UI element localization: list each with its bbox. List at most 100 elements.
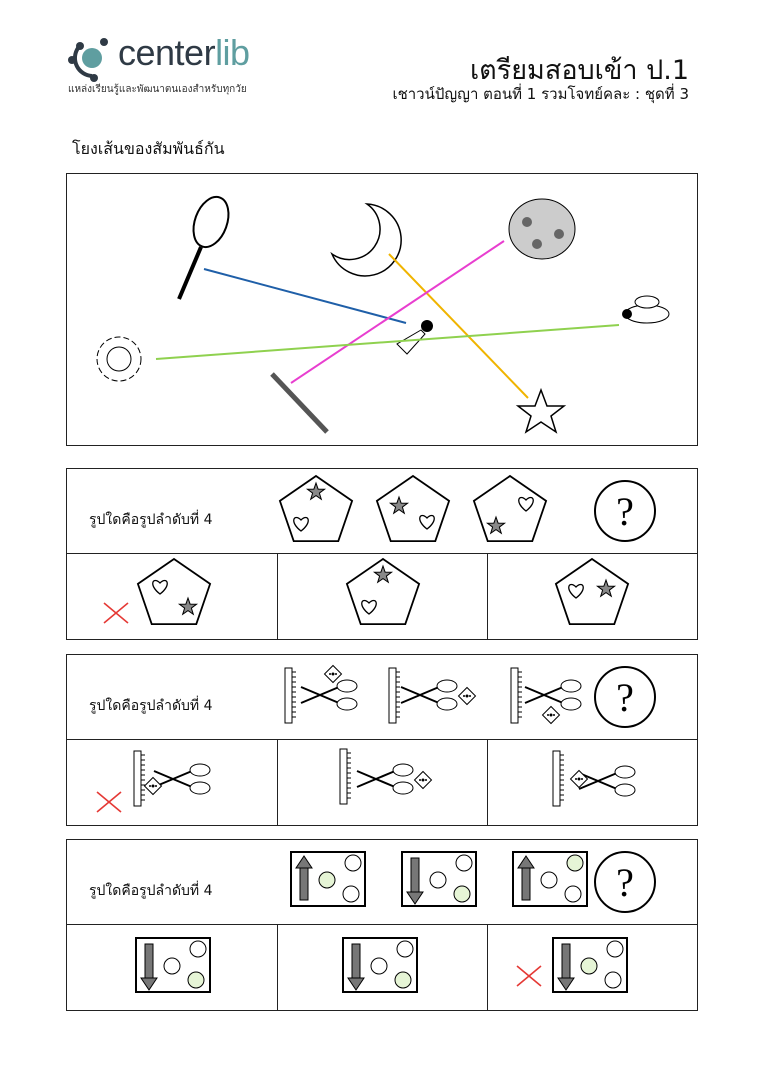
dice-icon xyxy=(541,705,561,725)
heart-icon xyxy=(518,496,534,512)
pentagon-figure xyxy=(472,474,548,542)
card-figure xyxy=(290,851,366,907)
ruler-icon xyxy=(388,667,400,724)
volley-ball-icon xyxy=(342,885,360,903)
ruler-icon xyxy=(510,667,522,724)
match-line-racket-shuttlecock xyxy=(203,268,407,324)
arrow-down-icon xyxy=(406,857,424,905)
racket-icon xyxy=(177,195,230,300)
arrow-down-icon xyxy=(347,943,365,991)
card-figure xyxy=(552,937,628,993)
ruler-icon xyxy=(133,750,145,807)
pentagon-figure xyxy=(345,557,421,625)
answer-option-1[interactable] xyxy=(67,924,278,1010)
dice-icon xyxy=(457,686,477,706)
soccer-ball-icon xyxy=(606,940,624,958)
answer-option-1[interactable] xyxy=(67,553,278,639)
answer-option-3[interactable] xyxy=(487,924,697,1010)
star-icon xyxy=(388,495,410,515)
scissors-icon xyxy=(356,763,414,795)
palette-icon xyxy=(508,198,576,260)
scissors-icon xyxy=(153,763,211,795)
svg-text:?: ? xyxy=(616,489,634,534)
star-icon xyxy=(372,564,394,584)
soccer-ball-icon xyxy=(370,957,388,975)
tennis-ball-icon xyxy=(394,971,412,989)
question-row: รูปใดคือรูปลำดับที่ 4 ? xyxy=(67,840,697,925)
soccer-ball-icon xyxy=(564,885,582,903)
question-row: รูปใดคือรูปลำดับที่ 4 ? xyxy=(67,469,697,554)
match-line-flower-bee xyxy=(155,324,620,360)
arrow-up-icon xyxy=(295,855,313,901)
volley-ball-icon xyxy=(455,854,473,872)
soccer-ball-icon xyxy=(189,940,207,958)
matching-box xyxy=(66,173,698,446)
moon-icon xyxy=(330,203,402,277)
soccer-ball-icon xyxy=(429,871,447,889)
question-2: รูปใดคือรูปลำดับที่ 4 ? xyxy=(66,654,698,826)
logo-text: centerlib xyxy=(118,32,250,73)
cross-mark-icon xyxy=(96,791,122,813)
svg-text:?: ? xyxy=(616,675,634,720)
pentagon-figure xyxy=(136,557,212,625)
card-figure xyxy=(512,851,588,907)
sequence-figures: ? xyxy=(290,851,656,913)
star-icon xyxy=(305,481,327,501)
heart-icon xyxy=(568,583,584,599)
volley-ball-icon xyxy=(163,957,181,975)
arrow-down-icon xyxy=(557,943,575,991)
instruction: โยงเส้นของสัมพันธ์กัน xyxy=(72,139,225,158)
question-1: รูปใดคือรูปลำดับที่ 4 ? xyxy=(66,468,698,640)
tennis-ball-icon xyxy=(187,971,205,989)
cross-mark-icon xyxy=(516,965,542,987)
question-label: รูปใดคือรูปลำดับที่ 4 xyxy=(89,883,213,899)
tennis-ball-icon xyxy=(453,885,471,903)
answer-option-3[interactable] xyxy=(487,739,697,825)
bee-icon xyxy=(622,295,670,324)
answer-option-2[interactable] xyxy=(277,924,488,1010)
heart-icon xyxy=(293,516,309,532)
pentagon-figure xyxy=(278,474,354,542)
scissors-icon xyxy=(400,679,458,711)
brush-icon xyxy=(270,372,329,434)
cross-mark-icon xyxy=(103,602,129,624)
volley-ball-icon xyxy=(396,940,414,958)
volley-ball-icon xyxy=(604,971,622,989)
star-icon xyxy=(515,387,567,434)
scissors-icon xyxy=(300,679,358,711)
shuttlecock-icon xyxy=(396,320,433,355)
card-figure xyxy=(401,851,477,907)
arrow-up-icon xyxy=(517,855,535,901)
question-3: รูปใดคือรูปลำดับที่ 4 ? xyxy=(66,839,698,1011)
dice-icon xyxy=(143,776,163,796)
scissors-icon xyxy=(524,679,582,711)
card-figure xyxy=(135,937,211,993)
question-mark-icon: ? xyxy=(594,480,656,542)
arrow-down-icon xyxy=(140,943,158,991)
scissors-icon xyxy=(578,765,636,797)
tennis-ball-icon xyxy=(580,957,598,975)
ruler-icon xyxy=(339,748,351,805)
heart-icon xyxy=(152,579,168,595)
ruler-icon xyxy=(552,750,564,807)
match-line-moon-star xyxy=(388,253,529,399)
dice-icon xyxy=(323,664,343,684)
answer-option-2[interactable] xyxy=(277,739,488,825)
tagline: แหล่งเรียนรู้และพัฒนาตนเองสำหรับทุกวัย xyxy=(68,84,247,95)
flower-icon xyxy=(96,336,142,382)
question-label: รูปใดคือรูปลำดับที่ 4 xyxy=(89,512,213,528)
sequence-figures: ? xyxy=(284,664,656,728)
pentagon-figure xyxy=(375,474,451,542)
match-line-palette-brush xyxy=(290,240,505,384)
answer-option-3[interactable] xyxy=(487,553,697,639)
answer-option-2[interactable] xyxy=(277,553,488,639)
volley-ball-icon xyxy=(540,871,558,889)
heart-icon xyxy=(419,514,435,530)
star-icon xyxy=(595,578,617,598)
dice-icon xyxy=(413,770,433,790)
logo-icon xyxy=(68,38,108,82)
answer-option-1[interactable] xyxy=(67,739,278,825)
star-icon xyxy=(485,515,507,535)
question-mark-icon: ? xyxy=(594,851,656,913)
